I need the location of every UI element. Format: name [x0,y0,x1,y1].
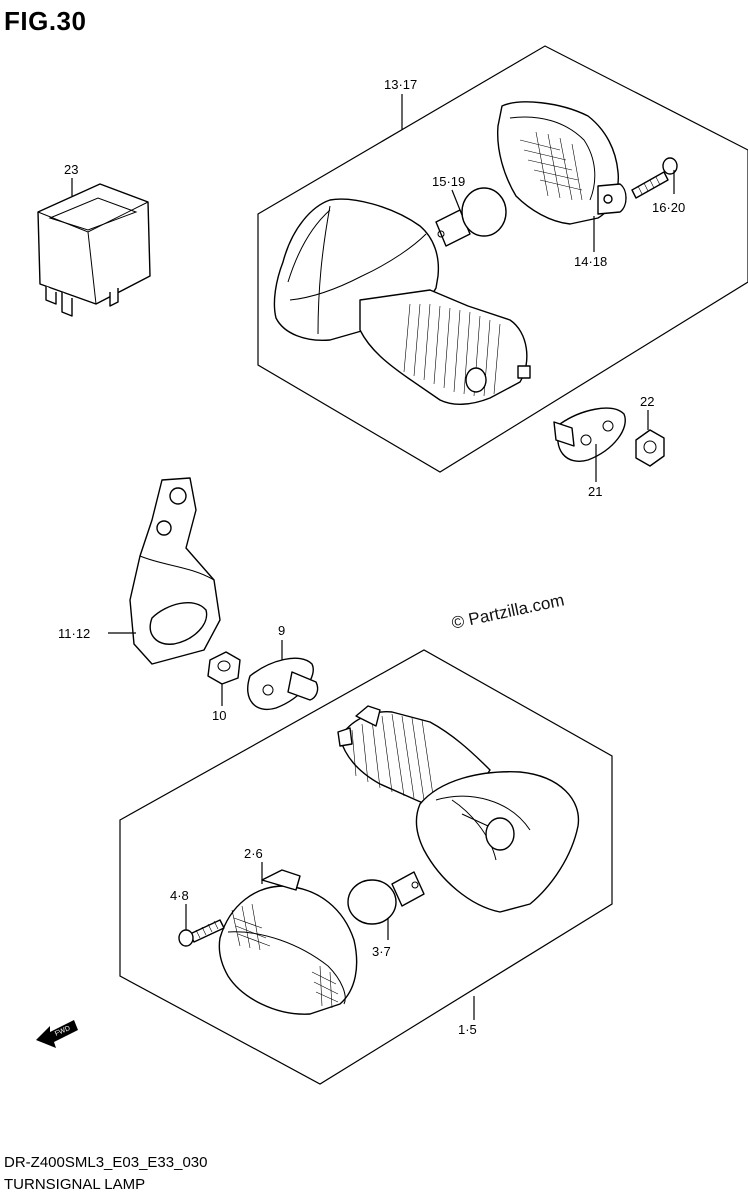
figure-title: FIG.30 [4,6,87,36]
callout-22: 22 [640,394,654,409]
fwd-arrow-icon: FWD [36,1020,78,1048]
callout-14-18: 14·18 [574,254,607,269]
turn-signal-bracket [129,477,221,665]
model-code: DR-Z400SML3_E03_E33_030 [4,1154,208,1171]
callout-9: 9 [278,623,285,638]
callout-1-5: 1·5 [458,1022,477,1037]
callout-3-7: 3·7 [372,944,391,959]
callout-10: 10 [212,708,226,723]
leader-lines [71,94,675,1020]
callout-16-20: 16·20 [652,200,685,215]
nut-22 [635,429,665,467]
callout-11-12: 11·12 [58,626,90,641]
lower-screw [178,919,225,947]
callout-4-8: 4·8 [170,888,189,903]
upper-assembly-outline [257,45,748,473]
upper-bulb [435,187,507,247]
section-name: TURNSIGNAL LAMP [4,1176,146,1193]
callout-2-6: 2·6 [244,846,263,861]
callout-labels: 13·17 23 15·19 16·20 14·18 22 21 11·12 9… [58,77,685,1037]
lower-bulb [347,871,425,925]
lower-lens [218,869,358,1015]
callout-13-17: 13·17 [384,77,417,92]
plate-9 [247,657,319,710]
callout-23: 23 [64,162,78,177]
flasher-relay [37,183,151,317]
upper-rubber-boot [359,289,531,405]
upper-screw [631,157,678,199]
callout-15-19: 15·19 [432,174,465,189]
lower-assembly-outline [119,649,613,1085]
nut-10 [207,651,241,685]
callout-21: 21 [588,484,602,499]
lower-lamp-housing [415,771,580,913]
plate-21 [553,407,626,462]
upper-lens [496,101,627,225]
